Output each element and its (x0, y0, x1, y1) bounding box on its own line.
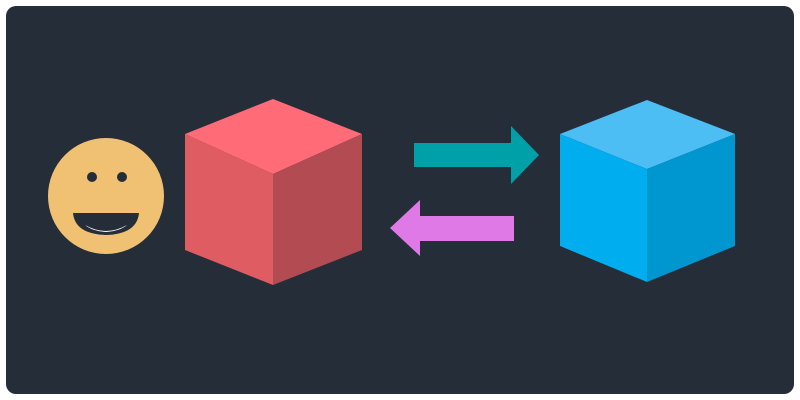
red-cube-front-face (185, 134, 273, 285)
smile-tongue (85, 225, 127, 232)
smile-mouth (73, 213, 139, 235)
blue-cube-front-face (560, 134, 647, 282)
diagram-panel (6, 6, 794, 394)
red-cube-top-face (185, 99, 362, 174)
face-circle (48, 138, 164, 254)
blue-cube-side-face (647, 134, 735, 282)
smiley-face-icon (48, 138, 164, 254)
arrow-right-icon (414, 126, 539, 184)
blue-cube-top-face (560, 100, 735, 169)
right-eye (117, 172, 127, 182)
arrow-left-icon (390, 200, 514, 256)
red-cube-side-face (273, 134, 362, 285)
blue-cube-icon (560, 100, 735, 282)
left-eye (87, 172, 97, 182)
red-cube-icon (185, 99, 362, 285)
diagram-canvas (48, 99, 735, 285)
